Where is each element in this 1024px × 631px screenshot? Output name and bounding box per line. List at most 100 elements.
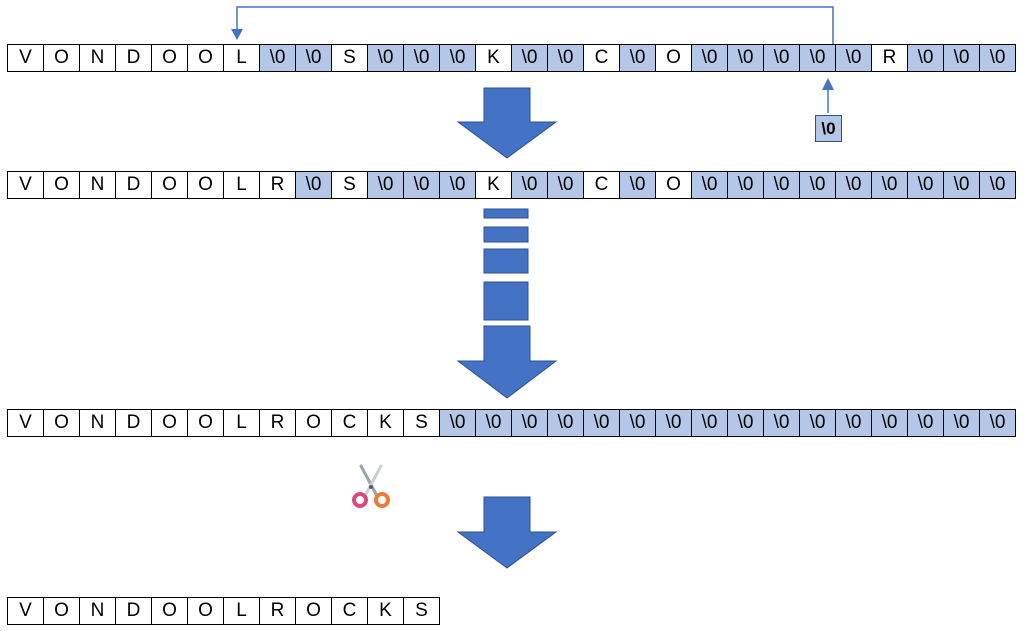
char-cell: C [584,171,620,199]
null-pointer-arrowhead [822,78,834,90]
char-cell: V [8,597,44,625]
char-cell: V [8,171,44,199]
null-cell: \0 [908,44,944,72]
char-cell: C [332,409,368,437]
null-cell: \0 [512,171,548,199]
char-cell: K [368,409,404,437]
null-char-box: \0 [815,115,842,142]
char-cell: V [8,44,44,72]
null-cell: \0 [728,171,764,199]
progress-bar-4 [483,281,529,321]
down-arrow-3 [456,496,558,569]
null-cell: \0 [764,44,800,72]
null-cell: \0 [584,409,620,437]
return-path-line [236,6,834,44]
null-cell: \0 [836,409,872,437]
progress-bar-2 [483,226,529,243]
null-cell: \0 [440,171,476,199]
null-cell: \0 [944,171,980,199]
char-cell: O [188,597,224,625]
char-cell: R [260,597,296,625]
null-cell: \0 [548,44,584,72]
char-cell: S [332,44,368,72]
null-cell: \0 [764,409,800,437]
null-cell: \0 [512,409,548,437]
null-cell: \0 [836,171,872,199]
null-cell: \0 [476,409,512,437]
char-cell: O [296,597,332,625]
char-cell: O [44,597,80,625]
down-arrow-1 [456,87,558,159]
char-cell: O [152,409,188,437]
null-cell: \0 [260,44,296,72]
char-cell: N [80,409,116,437]
null-cell: \0 [296,44,332,72]
null-cell: \0 [980,44,1016,72]
char-cell: N [80,171,116,199]
char-cell: S [404,409,440,437]
null-cell: \0 [620,409,656,437]
null-cell: \0 [404,171,440,199]
null-cell: \0 [872,409,908,437]
char-cell: O [152,44,188,72]
null-cell: \0 [728,409,764,437]
char-cell: O [44,44,80,72]
char-cell: K [476,44,512,72]
null-cell: \0 [980,409,1016,437]
char-cell: O [656,171,692,199]
return-arrowhead [231,29,243,40]
null-cell: \0 [944,409,980,437]
char-cell: O [44,409,80,437]
null-cell: \0 [908,409,944,437]
char-cell: R [872,44,908,72]
char-cell: R [260,409,296,437]
char-cell: O [296,409,332,437]
down-arrow-2 [456,325,558,399]
char-cell: C [584,44,620,72]
null-cell: \0 [908,171,944,199]
char-cell: C [332,597,368,625]
char-cell: O [188,44,224,72]
char-cell: N [80,597,116,625]
char-cell: O [188,171,224,199]
null-cell: \0 [548,409,584,437]
null-cell: \0 [800,44,836,72]
char-cell: K [476,171,512,199]
null-cell: \0 [944,44,980,72]
scissors-icon [352,464,390,508]
null-cell: \0 [800,409,836,437]
null-cell: \0 [404,44,440,72]
null-cell: \0 [728,44,764,72]
char-cell: O [152,597,188,625]
null-cell: \0 [620,171,656,199]
char-cell: N [80,44,116,72]
null-cell: \0 [440,409,476,437]
char-cell: O [44,171,80,199]
progress-bar-3 [483,248,529,274]
null-cell: \0 [512,44,548,72]
null-cell: \0 [296,171,332,199]
char-cell: L [224,171,260,199]
null-cell: \0 [692,171,728,199]
char-cell: O [188,409,224,437]
null-cell: \0 [548,171,584,199]
null-cell: \0 [692,44,728,72]
char-cell: S [332,171,368,199]
char-cell: V [8,409,44,437]
progress-bar-1 [483,208,529,219]
char-cell: L [224,409,260,437]
char-cell: L [224,44,260,72]
null-cell: \0 [620,44,656,72]
char-cell: D [116,44,152,72]
null-cell: \0 [836,44,872,72]
null-cell: \0 [692,409,728,437]
null-cell: \0 [368,44,404,72]
char-cell: S [404,597,440,625]
null-cell: \0 [764,171,800,199]
null-cell: \0 [872,171,908,199]
null-cell: \0 [656,409,692,437]
null-cell: \0 [980,171,1016,199]
